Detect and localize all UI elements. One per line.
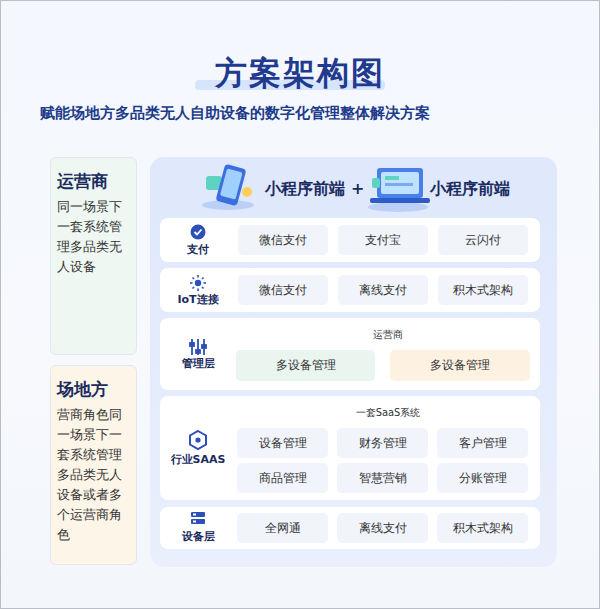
feature-box: 财务管理 [337, 428, 428, 458]
layer-band: 设备层 全网通 离线支付 积木式架构 [160, 507, 540, 549]
layer-band: 管理层运营商多设备管理 多设备管理 [160, 318, 540, 390]
node-label: 分账管理 [459, 470, 507, 487]
diagram-subtitle: 赋能场地方多品类无人自助设备的数字化管理整体解决方案 [40, 104, 580, 123]
node-label: 离线支付 [359, 520, 407, 537]
feature-box: 设备管理 [237, 428, 328, 458]
layer-band: 行业SAAS 一套SaaS系统设备管理 财务管理 客户管理商品管理 智慧营销 分账管理 [160, 396, 540, 500]
node-label: 支付宝 [365, 232, 401, 249]
node-label: 多设备管理 [430, 357, 490, 374]
node-label: 离线支付 [359, 282, 407, 299]
diagram-title: 方案架构图 [0, 52, 600, 96]
feature-box: 离线支付 [337, 513, 428, 543]
node-label: 云闪付 [465, 232, 501, 249]
feature-box: 全网通 [237, 513, 328, 543]
layer-band: 支付 微信支付 支付宝 云闪付 [160, 218, 540, 262]
node-body: 一套SaaS系统 [236, 406, 540, 420]
feature-box: 分账管理 [437, 463, 528, 493]
node-label: 财务管理 [359, 435, 407, 452]
node-label: 微信支付 [259, 282, 307, 299]
node-label: 设备管理 [259, 435, 307, 452]
phone-illustration [202, 164, 254, 210]
feature-box: 微信支付 [238, 225, 328, 255]
feature-box: 离线支付 [338, 275, 428, 305]
node-body: 营商角色同一场景下一套系统管理多品类无人设备或者多个运营商角色 [57, 405, 130, 545]
feature-box: 智慧营销 [337, 463, 428, 493]
feature-box: 云闪付 [438, 225, 528, 255]
screen-illustration [368, 168, 430, 212]
feature-box: 多设备管理 [236, 350, 375, 381]
node-label: 行业SAAS [164, 452, 232, 467]
node-label: 小程序前端 [265, 179, 345, 200]
feature-box: 积木式架构 [438, 275, 528, 305]
node-label: 设备层 [164, 529, 232, 544]
feature-box: 多设备管理 [390, 350, 530, 381]
node-label: 支付 [164, 242, 232, 257]
node-label: 运营商 [57, 170, 130, 193]
node-body: 运营商 [236, 328, 540, 342]
node-label: 积木式架构 [453, 282, 513, 299]
node-label: IoT连接 [164, 292, 232, 307]
node-label: 多设备管理 [276, 357, 336, 374]
feature-box: 商品管理 [237, 463, 328, 493]
role-card: 场地方营商角色同一场景下一套系统管理多品类无人设备或者多个运营商角色 [50, 365, 137, 565]
feature-box: 支付宝 [338, 225, 428, 255]
node-label: 场地方 [57, 378, 130, 401]
node-label: 客户管理 [459, 435, 507, 452]
role-card: 运营商同一场景下一套系统管理多品类无人设备 [50, 157, 137, 355]
node-body: 同一场景下一套系统管理多品类无人设备 [57, 197, 130, 277]
node-label: 全网通 [265, 520, 301, 537]
node-label: 智慧营销 [359, 470, 407, 487]
node-label: 微信支付 [259, 232, 307, 249]
cube-icon [190, 431, 206, 449]
iot-icon [190, 275, 206, 291]
node-label: 商品管理 [259, 470, 307, 487]
check-icon [191, 225, 206, 240]
architecture-panel: 小程序前端+小程序前端支付微信支付支付宝云闪付IoT连接微信支付离线支付积木式架… [150, 157, 557, 567]
node-body: + [351, 179, 364, 198]
device-icon [191, 512, 205, 524]
feature-box: 微信支付 [238, 275, 328, 305]
feature-box: 客户管理 [437, 428, 528, 458]
feature-box: 积木式架构 [437, 513, 528, 543]
node-body: 小程序前端 [430, 179, 510, 200]
node-label: 积木式架构 [453, 520, 513, 537]
node-label: 管理层 [164, 356, 232, 371]
slider-icon [190, 339, 206, 355]
layer-band: IoT连接 微信支付 离线支付 积木式架构 [160, 268, 540, 312]
